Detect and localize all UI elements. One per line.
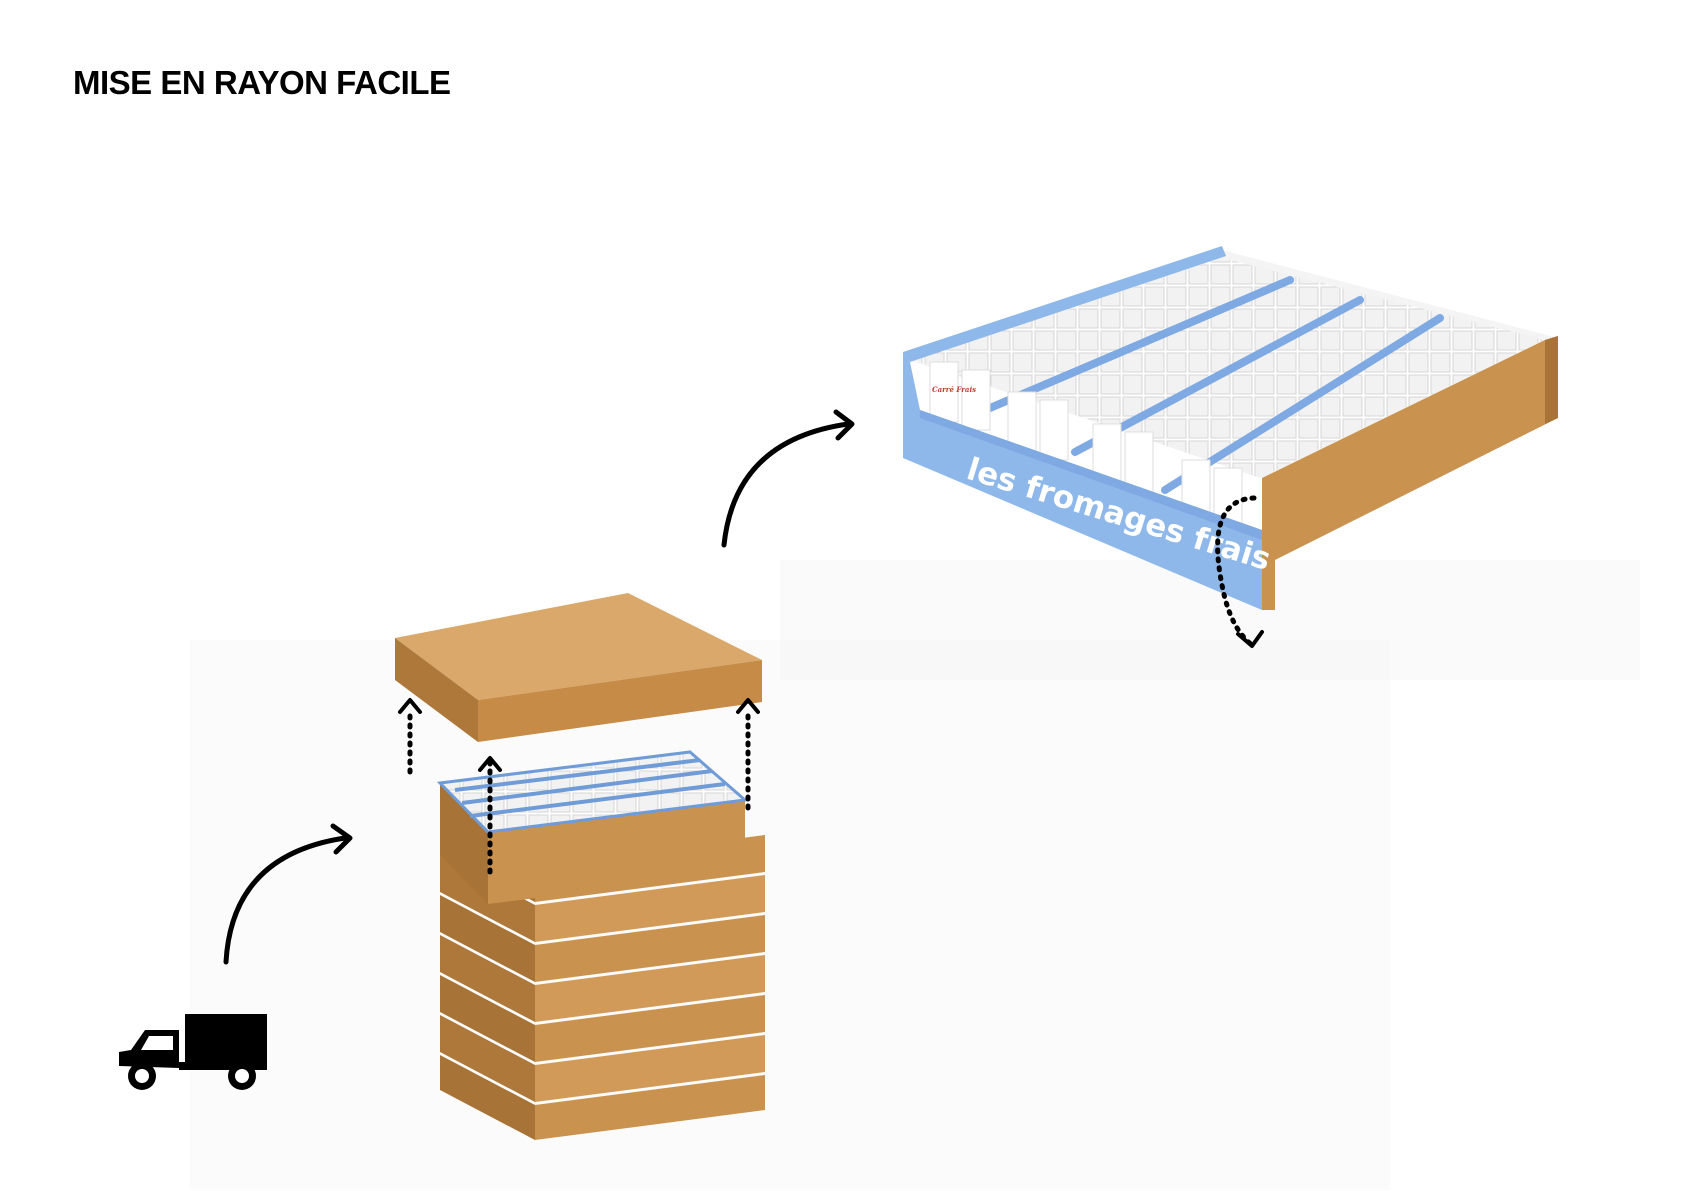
stack-layer	[440, 935, 765, 1022]
tray-stack	[395, 593, 765, 1140]
arrow-head-icon	[1236, 630, 1264, 648]
stack-layer	[440, 1015, 765, 1102]
floor-shade	[190, 640, 1390, 1190]
dotted-rotate-arrow-icon	[1215, 495, 1257, 648]
shelf-divider	[986, 276, 1444, 494]
tray-lid	[395, 593, 762, 742]
curved-arrow-icon	[721, 421, 851, 548]
shelf-side-wall	[1262, 336, 1558, 610]
arrow-head-icon	[330, 823, 353, 855]
shelf-front-panel	[903, 352, 1262, 610]
curved-arrow-icon	[223, 835, 348, 965]
product-row	[929, 361, 1243, 525]
stack-layer	[440, 1055, 765, 1140]
stack-layer	[440, 895, 765, 982]
arrow-head-icon	[833, 409, 855, 441]
page-title: MISE EN RAYON FACILE	[73, 64, 451, 101]
open-tray	[436, 750, 749, 904]
dotted-lift-arrow-icon	[407, 709, 751, 875]
product-brand-label: Carré Frais	[932, 385, 976, 394]
stack-layer	[440, 975, 765, 1062]
shelf-display: les fromages frais Carré Frais	[903, 246, 1558, 648]
delivery-truck-icon	[119, 1014, 267, 1090]
arrow-head-icon	[398, 698, 760, 772]
